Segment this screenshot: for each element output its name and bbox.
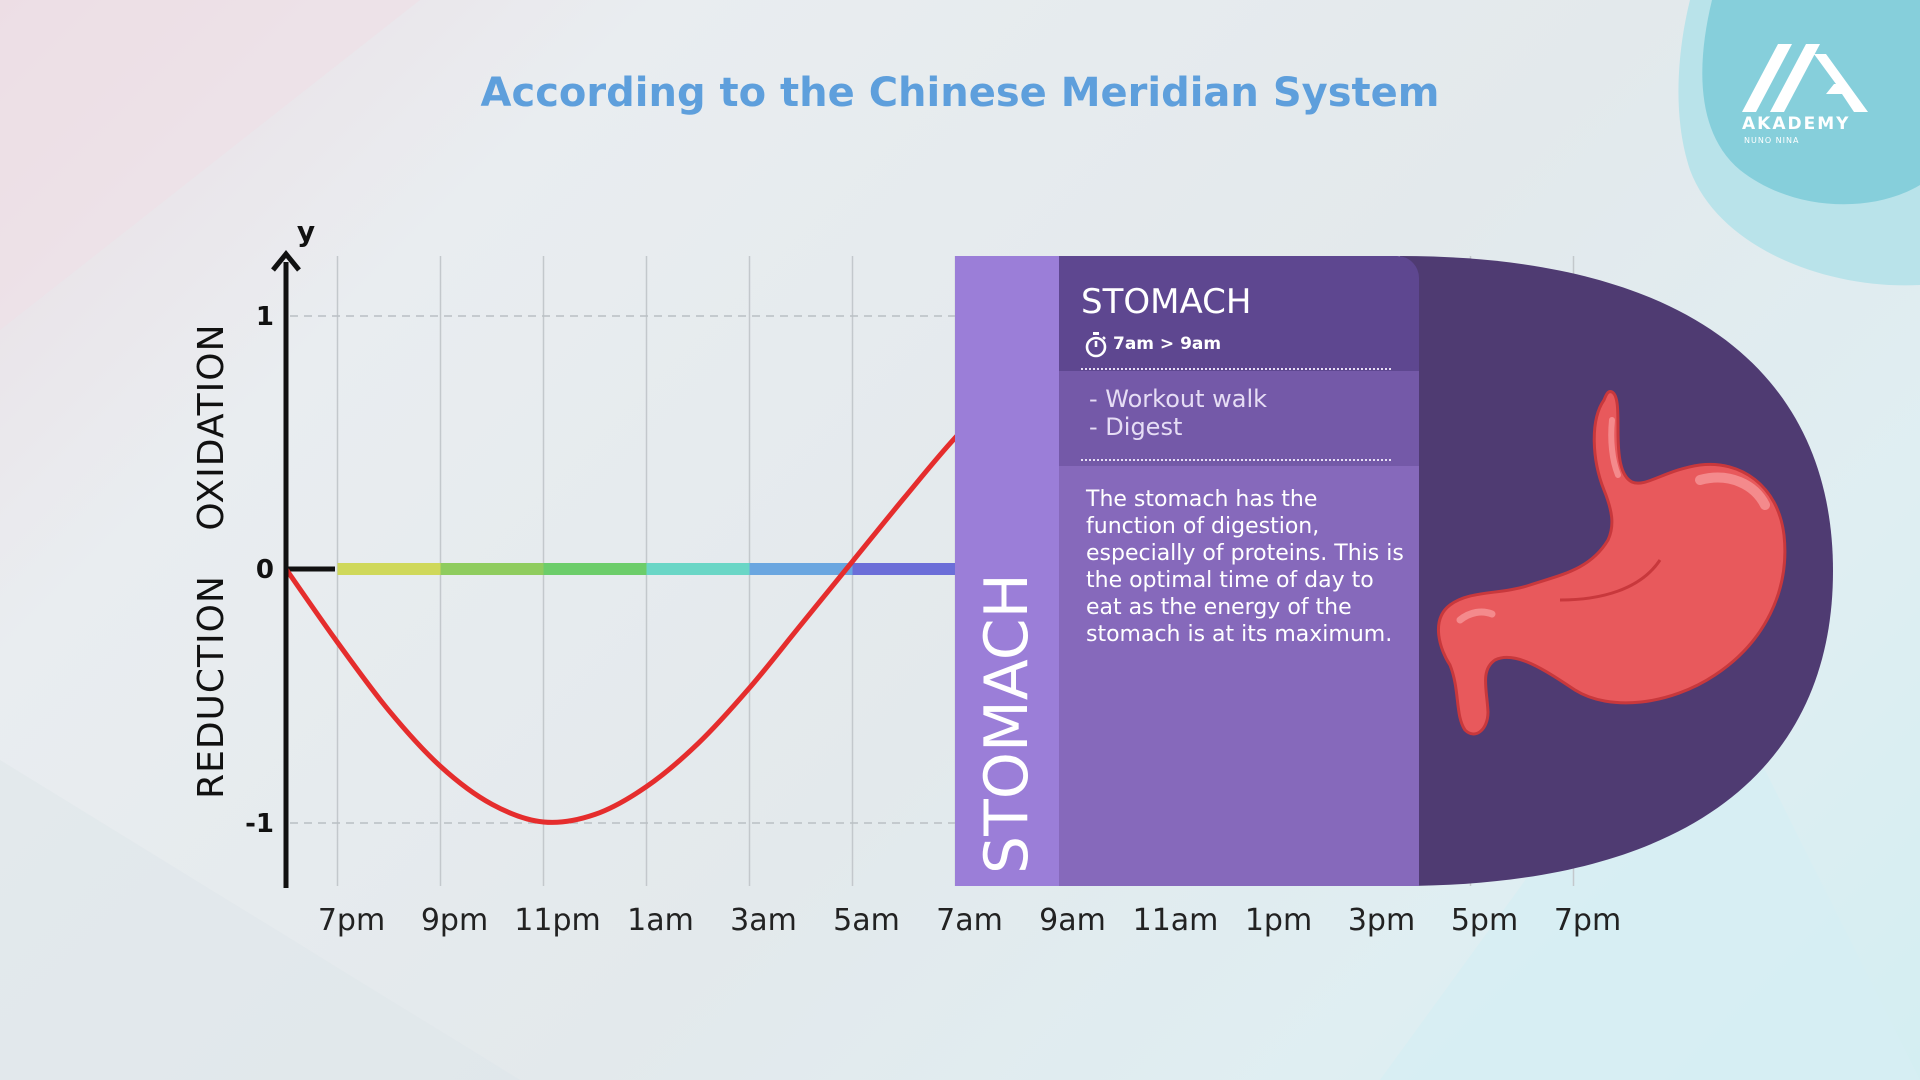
y-axis-letter: y xyxy=(297,215,315,248)
card-description: The stomach has the function of digestio… xyxy=(1086,487,1404,647)
x-tick-label: 7am xyxy=(936,903,1003,938)
organ-info-card: STOMACH 7am > 9am - Workout walk - Diges… xyxy=(1059,256,1419,886)
x-tick-label: 9am xyxy=(1039,903,1106,938)
x-tick-label: 5am xyxy=(833,903,900,938)
card-body: The stomach has the function of digestio… xyxy=(1059,466,1419,886)
y-label-reduction: REDUCTION xyxy=(191,575,232,799)
activity-item: - Digest xyxy=(1089,413,1183,441)
y-axis-arrow xyxy=(271,250,301,272)
band-label: STOMACH xyxy=(972,573,1042,874)
x-tick-label: 7pm xyxy=(318,903,385,938)
logo-subtitle: NUNO NINA xyxy=(1744,136,1800,145)
y-tick-1: 1 xyxy=(256,302,274,332)
x-axis-ticks: 7pm 9pm 11pm 1am 3am 5am 7am 9am 11am 1pm 3pm 5pm 7p… xyxy=(318,903,1621,938)
zero-segment-5 xyxy=(852,563,956,575)
page-title: According to the Chinese Meridian System xyxy=(480,70,1440,116)
card-time-range: 7am > 9am xyxy=(1113,334,1222,354)
zero-segment-4 xyxy=(749,563,853,575)
stomach-illustration xyxy=(1436,390,1787,736)
zero-segment-2 xyxy=(543,563,647,575)
stopwatch-icon xyxy=(1085,332,1107,358)
x-tick-label: 11am xyxy=(1133,903,1219,938)
card-title: STOMACH xyxy=(1081,282,1252,322)
x-tick-label: 3pm xyxy=(1348,903,1415,938)
divider xyxy=(1081,368,1391,370)
x-tick-label: 5pm xyxy=(1451,903,1518,938)
colored-zero-line xyxy=(337,563,956,575)
x-tick-label: 3am xyxy=(730,903,797,938)
zero-segment-3 xyxy=(646,563,750,575)
x-tick-label: 11pm xyxy=(514,903,600,938)
y-tick-neg1: -1 xyxy=(245,809,274,839)
y-tick-0: 0 xyxy=(256,555,274,585)
stomach-band: STOMACH xyxy=(955,256,1059,886)
activity-item: - Workout walk xyxy=(1089,385,1268,413)
logo-wordmark: AKADEMY xyxy=(1742,114,1851,134)
akademy-logo xyxy=(1742,44,1868,112)
zero-segment-1 xyxy=(440,563,544,575)
x-tick-label: 9pm xyxy=(421,903,488,938)
card-activities: - Workout walk - Digest xyxy=(1059,371,1419,466)
zero-segment-0 xyxy=(337,563,441,575)
y-label-oxidation: OXIDATION xyxy=(191,323,232,531)
x-tick-label: 7pm xyxy=(1554,903,1621,938)
x-tick-label: 1am xyxy=(627,903,694,938)
card-header: STOMACH 7am > 9am xyxy=(1059,256,1419,371)
divider xyxy=(1081,459,1391,461)
x-tick-label: 1pm xyxy=(1245,903,1312,938)
energy-curve xyxy=(283,384,1010,825)
